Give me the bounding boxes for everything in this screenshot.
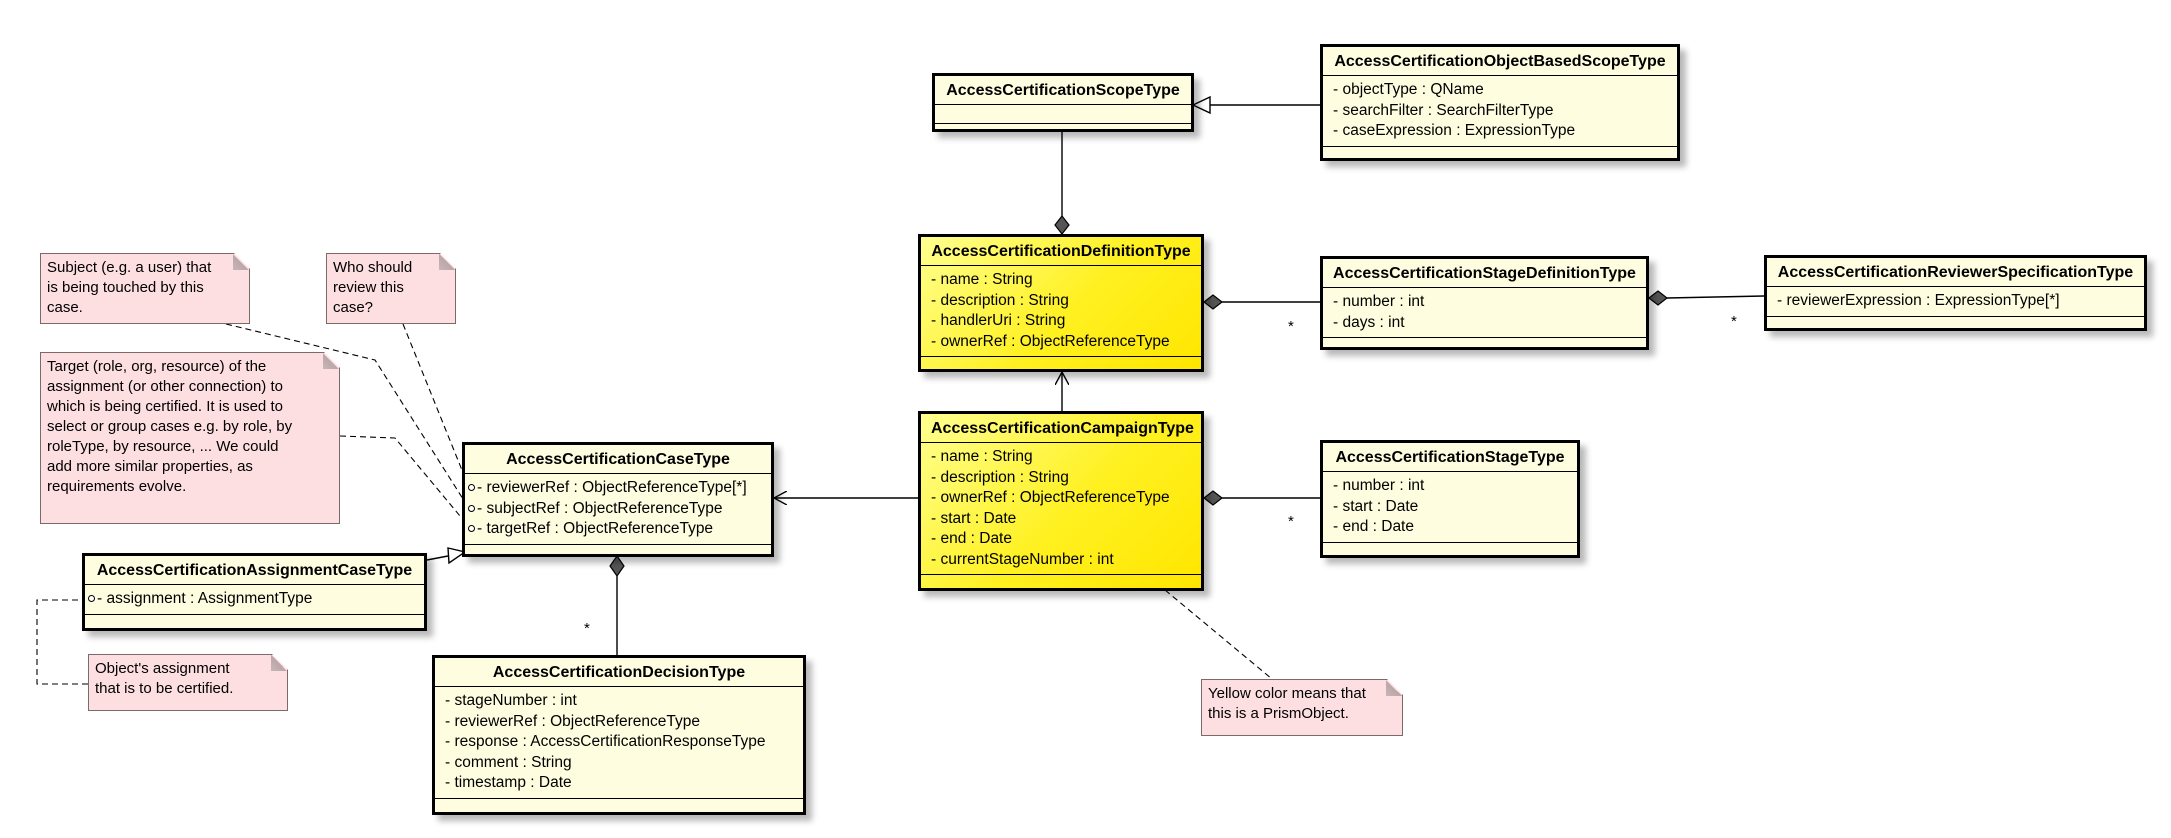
class-attributes: - number : int - days : int (1323, 288, 1646, 338)
note-anchor-yellow (1164, 589, 1273, 680)
class-attribute: - ownerRef : ObjectReferenceType (931, 489, 1170, 506)
class-name: AccessCertificationAssignmentCaseType (85, 556, 424, 585)
note-target: Target (role, org, resource) of the assi… (40, 352, 340, 524)
class-box-campaign: AccessCertificationCampaignType - name :… (918, 411, 1204, 591)
note-text: Subject (e.g. a user) that is being touc… (47, 259, 212, 316)
visibility-marker-icon (88, 595, 95, 602)
class-attribute: - start : Date (931, 509, 1017, 527)
class-attribute: - description : String (931, 468, 1069, 486)
class-box-scope: AccessCertificationScopeType (932, 73, 1194, 132)
class-attribute: - number : int (1333, 477, 1425, 494)
class-name: AccessCertificationScopeType (935, 76, 1191, 105)
class-name: AccessCertificationStageType (1323, 443, 1577, 472)
class-box-assignment-case: AccessCertificationAssignmentCaseType - … (82, 553, 427, 631)
class-attribute: - comment : String (445, 753, 572, 771)
visibility-marker-icon (468, 484, 475, 491)
class-attribute: - name : String (931, 448, 1033, 465)
note-anchor-assignment (36, 599, 88, 685)
class-attribute: - stageNumber : int (445, 692, 577, 709)
note-text: Target (role, org, resource) of the assi… (47, 358, 293, 495)
note-text: Object's assignment that is to be certif… (95, 660, 234, 697)
class-attribute: - number : int (1333, 293, 1425, 310)
class-attribute: - caseExpression : ExpressionType (1333, 122, 1576, 139)
class-attribute: - reviewerRef : ObjectReferenceType[*] (468, 478, 761, 499)
class-attribute: - end : Date (1333, 518, 1414, 535)
generalization-line (426, 555, 449, 561)
class-attribute: - currentStageNumber : int (931, 550, 1114, 568)
composition-diamond (1203, 294, 1223, 310)
class-attributes: - reviewerRef : ObjectReferenceType[*] -… (465, 474, 771, 545)
class-name: AccessCertificationObjectBasedScopeType (1323, 47, 1677, 76)
note-anchor-reviewer (402, 323, 471, 491)
class-attribute: - subjectRef : ObjectReferenceType (468, 499, 761, 520)
class-name: AccessCertificationCampaignType (921, 414, 1201, 443)
class-attribute: - name : String (931, 271, 1033, 288)
composition-diamond (1054, 215, 1070, 235)
class-attributes: - assignment : AssignmentType (85, 585, 424, 615)
composition-diamond (1203, 490, 1223, 506)
class-attribute: - objectType : QName (1333, 81, 1484, 98)
note-subject: Subject (e.g. a user) that is being touc… (40, 253, 250, 324)
class-name: AccessCertificationDecisionType (435, 658, 803, 687)
class-attributes: - name : String - description : String -… (921, 266, 1201, 357)
class-attributes (935, 105, 1191, 124)
note-assignment: Object's assignment that is to be certif… (88, 654, 288, 711)
class-box-object-based-scope: AccessCertificationObjectBasedScopeType … (1320, 44, 1680, 161)
class-attribute: - ownerRef : ObjectReferenceType (931, 332, 1170, 350)
generalization-arrowhead (1191, 95, 1211, 115)
class-name: AccessCertificationCaseType (465, 445, 771, 474)
class-attributes: - reviewerExpression : ExpressionType[*] (1767, 287, 2144, 317)
class-box-decision: AccessCertificationDecisionType - stageN… (432, 655, 806, 815)
multiplicity-label: * (1731, 313, 1737, 330)
multiplicity-label: * (1288, 513, 1294, 530)
class-attribute: - days : int (1333, 313, 1405, 331)
note-reviewer: Who should review this case? (326, 253, 456, 324)
class-attribute: - response : AccessCertificationResponse… (445, 733, 766, 750)
multiplicity-label: * (584, 620, 590, 637)
composition-diamond (609, 554, 625, 578)
class-box-reviewer-spec: AccessCertificationReviewerSpecification… (1764, 255, 2147, 331)
class-name: AccessCertificationStageDefinitionType (1323, 259, 1646, 288)
class-attribute: - handlerUri : String (931, 312, 1066, 329)
class-attribute: - reviewerRef : ObjectReferenceType (445, 712, 700, 730)
multiplicity-label: * (1288, 318, 1294, 335)
class-attributes: - number : int - start : Date - end : Da… (1323, 472, 1577, 543)
class-box-definition: AccessCertificationDefinitionType - name… (918, 234, 1204, 372)
class-name: AccessCertificationDefinitionType (921, 237, 1201, 266)
class-attribute: - start : Date (1333, 497, 1419, 515)
class-name: AccessCertificationReviewerSpecification… (1767, 258, 2144, 287)
class-attributes: - objectType : QName - searchFilter : Se… (1323, 76, 1677, 147)
class-box-case: AccessCertificationCaseType - reviewerRe… (462, 442, 774, 557)
composition-line-reviewer (1666, 295, 1765, 299)
visibility-marker-icon (468, 525, 475, 532)
class-attribute: - timestamp : Date (445, 774, 572, 791)
class-attribute: - assignment : AssignmentType (88, 589, 414, 610)
note-text: Yellow color means that this is a PrismO… (1208, 685, 1366, 722)
class-attributes: - stageNumber : int - reviewerRef : Obje… (435, 687, 803, 799)
class-attributes: - name : String - description : String -… (921, 443, 1201, 575)
note-text: Who should review this case? (333, 259, 413, 316)
generalization-arrowhead (447, 547, 467, 565)
class-attribute: - end : Date (931, 530, 1012, 547)
class-box-stage: AccessCertificationStageType - number : … (1320, 440, 1580, 558)
visibility-marker-icon (468, 504, 475, 512)
class-attribute: - description : String (931, 291, 1069, 309)
class-attribute: - reviewerExpression : ExpressionType[*] (1777, 292, 2060, 309)
class-attribute: - targetRef : ObjectReferenceType (468, 519, 761, 540)
note-yellow: Yellow color means that this is a PrismO… (1201, 679, 1403, 736)
class-attribute: - searchFilter : SearchFilterType (1333, 101, 1554, 119)
class-box-stage-definition: AccessCertificationStageDefinitionType -… (1320, 256, 1649, 350)
note-anchor-subject (225, 323, 471, 511)
composition-diamond (1648, 290, 1668, 306)
note-anchor-target (339, 435, 471, 529)
